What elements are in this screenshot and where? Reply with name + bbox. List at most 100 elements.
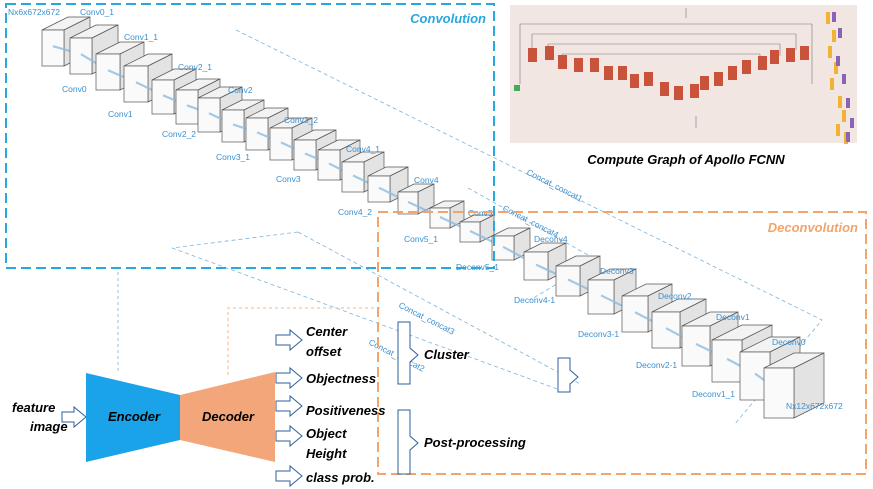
layer-block-front (197, 97, 221, 133)
graph-conv-node (758, 56, 767, 70)
graph-conv-node (800, 46, 809, 60)
output-arrow (275, 464, 303, 488)
layer-label-conv2: Conv2 (228, 85, 253, 95)
graph-conv-node (574, 58, 583, 72)
graph-concat-node (826, 12, 830, 24)
layer-label-conv0: Conv0 (62, 84, 87, 94)
layer-label-deconv2: Deconv2 (658, 291, 692, 301)
output-positiveness: Positiveness (306, 403, 386, 418)
layer-label-deconv1-1: Deconv1_1 (692, 389, 735, 399)
layer-block-front (151, 79, 175, 115)
layer-block-front (41, 29, 65, 67)
layer-label-conv0-1: Conv0_1 (80, 7, 114, 17)
graph-conv-node (545, 46, 554, 60)
graph-output-node (842, 74, 846, 84)
post-processing-label: Post-processing (424, 435, 526, 450)
concat-label-1: Concat_concat1 (525, 167, 585, 204)
output-height: Height (306, 446, 347, 461)
layer-label-conv4-2: Conv4_2 (338, 207, 372, 217)
layer-label-conv3-2: Conv3_2 (284, 115, 318, 125)
layer-block (429, 200, 465, 229)
layer-label-conv5: Conv5 (468, 208, 493, 218)
graph-conv-node (728, 66, 737, 80)
layer-block-front (341, 161, 365, 193)
layer-block-front (651, 311, 681, 349)
graph-output-node (846, 132, 850, 142)
layer-label-conv5-1: Conv5_1 (404, 234, 438, 244)
graph-conv-node (660, 82, 669, 96)
graph-output-node (846, 98, 850, 108)
compute-graph-caption: Compute Graph of Apollo FCNN (587, 152, 785, 167)
graph-output-node (850, 118, 854, 128)
graph-conv-node (674, 86, 683, 100)
encoder-label: Encoder (108, 409, 161, 424)
graph-conv-node (700, 76, 709, 90)
layer-label-input: Nx6x672x672 (8, 7, 60, 17)
encoder-block (86, 373, 180, 462)
graph-concat-node (838, 96, 842, 108)
layer-block-front (123, 65, 149, 103)
layer-label-deconv2-1: Deconv2-1 (636, 360, 677, 370)
layer-label-conv2-2: Conv2_2 (162, 129, 196, 139)
decoder-block (180, 372, 275, 462)
layer-block-front (95, 53, 121, 91)
layer-label-conv1: Conv1 (108, 109, 133, 119)
decoder-connector (227, 307, 380, 375)
graph-concat-node (842, 110, 846, 122)
graph-concat-node (834, 62, 838, 74)
layer-block-front (681, 325, 711, 367)
output-arrows (275, 328, 303, 488)
layer-label-deconv3: Deconv3 (600, 266, 634, 276)
convolution-title: Convolution (410, 11, 486, 26)
layer-label-deconv0: Deconv0 (772, 337, 806, 347)
graph-input-node (514, 85, 520, 91)
output-object: Object (306, 426, 347, 441)
output-objectness: Objectness (306, 371, 376, 386)
graph-concat-node (832, 30, 836, 42)
graph-concat-node (836, 124, 840, 136)
graph-conv-node (742, 60, 751, 74)
layer-block-front (555, 265, 581, 297)
input-label-feature: feature (12, 400, 55, 415)
compute-graph-thumbnail (510, 5, 857, 144)
concat-link-2 (171, 247, 561, 391)
graph-output-node (836, 56, 840, 66)
layer-block-front (587, 279, 615, 315)
output-offset: offset (306, 344, 342, 359)
network-layers (41, 16, 825, 419)
layer-label-conv3-1: Conv3_1 (216, 152, 250, 162)
graph-conv-node (770, 50, 779, 64)
layer-block (459, 214, 495, 243)
output-arrow (275, 394, 303, 418)
graph-conv-node (630, 74, 639, 88)
output-arrow (275, 424, 303, 448)
graph-output-node (838, 28, 842, 38)
deconvolution-title: Deconvolution (768, 220, 858, 235)
graph-concat-node (828, 46, 832, 58)
layer-label-conv4: Conv4 (414, 175, 439, 185)
graph-conv-node (590, 58, 599, 72)
output-class-prob: class prob. (306, 470, 375, 485)
layer-label-deconv4: Deconv4 (534, 234, 568, 244)
graph-conv-node (786, 48, 795, 62)
layer-label-conv2-1: Conv2_1 (178, 62, 212, 72)
input-label-image: image (30, 419, 68, 434)
graph-concat-node (830, 78, 834, 90)
input-arrow (61, 405, 87, 429)
layer-block-front (621, 295, 649, 333)
deconvolution-frame (377, 211, 867, 475)
graph-output-node (832, 12, 836, 22)
convolution-frame (5, 3, 495, 269)
layer-labels: Nx6x672x672 Conv0_1 Conv0 Conv1_1 Conv1 … (8, 7, 843, 411)
layer-block-front (317, 149, 341, 181)
layer-label-output: Nx12x672x672 (786, 401, 843, 411)
graph-conv-node (558, 55, 567, 69)
concat-link-3-return (171, 231, 299, 249)
layer-label-deconv1: Deconv1 (716, 312, 750, 322)
decoder-label: Decoder (202, 409, 255, 424)
layer-block-front (763, 367, 795, 419)
graph-conv-node (618, 66, 627, 80)
layer-label-conv3: Conv3 (276, 174, 301, 184)
output-arrow (275, 328, 303, 352)
